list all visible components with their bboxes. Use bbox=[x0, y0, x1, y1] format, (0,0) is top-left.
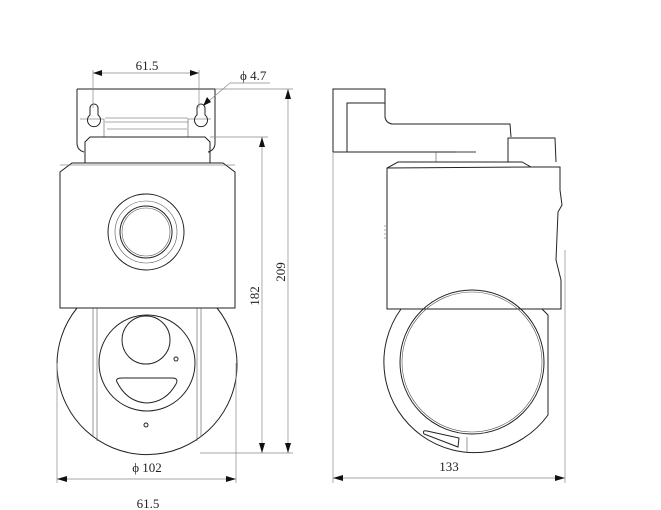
dome bbox=[56, 307, 238, 456]
neck bbox=[84, 136, 211, 163]
mounting-bracket bbox=[76, 88, 216, 153]
ir-window bbox=[116, 377, 178, 404]
dim-body-height: 182 bbox=[247, 286, 262, 306]
cropped-dimension-label: 61.5 bbox=[137, 496, 160, 510]
side-view bbox=[332, 88, 563, 454]
zoom-lens bbox=[107, 193, 185, 271]
front-view bbox=[56, 88, 238, 456]
dim-dome-diameter: ϕ 102 bbox=[132, 460, 162, 475]
side-bracket bbox=[332, 88, 512, 152]
dim-total-height: 209 bbox=[273, 262, 288, 282]
keyhole-left bbox=[87, 103, 101, 128]
side-housing bbox=[386, 161, 563, 310]
housing bbox=[59, 162, 236, 309]
keyhole-right bbox=[194, 103, 208, 128]
front-dimensions: 61.5 ϕ 4.7 209 182 ϕ 102 bbox=[56, 58, 293, 483]
dim-depth: 133 bbox=[439, 459, 459, 474]
dim-hole-spacing: 61.5 bbox=[136, 58, 159, 73]
dim-hole-diameter: ϕ 4.7 bbox=[240, 68, 267, 83]
side-dimensions: 133 bbox=[332, 152, 566, 483]
side-dome bbox=[383, 289, 549, 454]
